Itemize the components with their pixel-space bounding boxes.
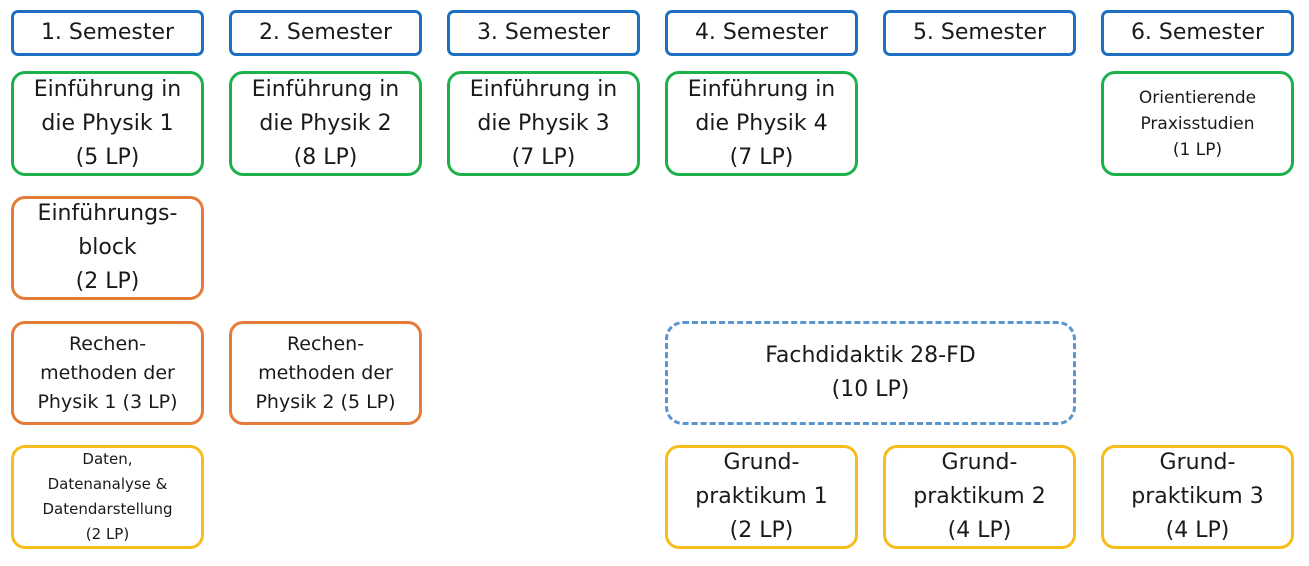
module-einfuehrung-physik-1: Einführung in die Physik 1 (5 LP) (11, 71, 204, 176)
module-grundpraktikum-3: Grund- praktikum 3 (4 LP) (1101, 445, 1294, 549)
module-einfuehrung-physik-4: Einführung in die Physik 4 (7 LP) (665, 71, 858, 176)
module-einfuehrungsblock: Einführungs- block (2 LP) (11, 196, 204, 300)
module-rechenmethoden-1: Rechen- methoden der Physik 1 (3 LP) (11, 321, 204, 425)
module-einfuehrung-physik-2: Einführung in die Physik 2 (8 LP) (229, 71, 422, 176)
semester-header-2: 2. Semester (229, 10, 422, 56)
module-orientierende-praxisstudien: Orientierende Praxisstudien (1 LP) (1101, 71, 1294, 176)
module-grundpraktikum-2: Grund- praktikum 2 (4 LP) (883, 445, 1076, 549)
semester-header-5: 5. Semester (883, 10, 1076, 56)
semester-header-6: 6. Semester (1101, 10, 1294, 56)
semester-header-1: 1. Semester (11, 10, 204, 56)
module-rechenmethoden-2: Rechen- methoden der Physik 2 (5 LP) (229, 321, 422, 425)
module-daten: Daten, Datenanalyse & Datendarstellung (… (11, 445, 204, 549)
module-fachdidaktik: Fachdidaktik 28-FD (10 LP) (665, 321, 1076, 425)
semester-header-4: 4. Semester (665, 10, 858, 56)
module-einfuehrung-physik-3: Einführung in die Physik 3 (7 LP) (447, 71, 640, 176)
semester-header-3: 3. Semester (447, 10, 640, 56)
module-grundpraktikum-1: Grund- praktikum 1 (2 LP) (665, 445, 858, 549)
